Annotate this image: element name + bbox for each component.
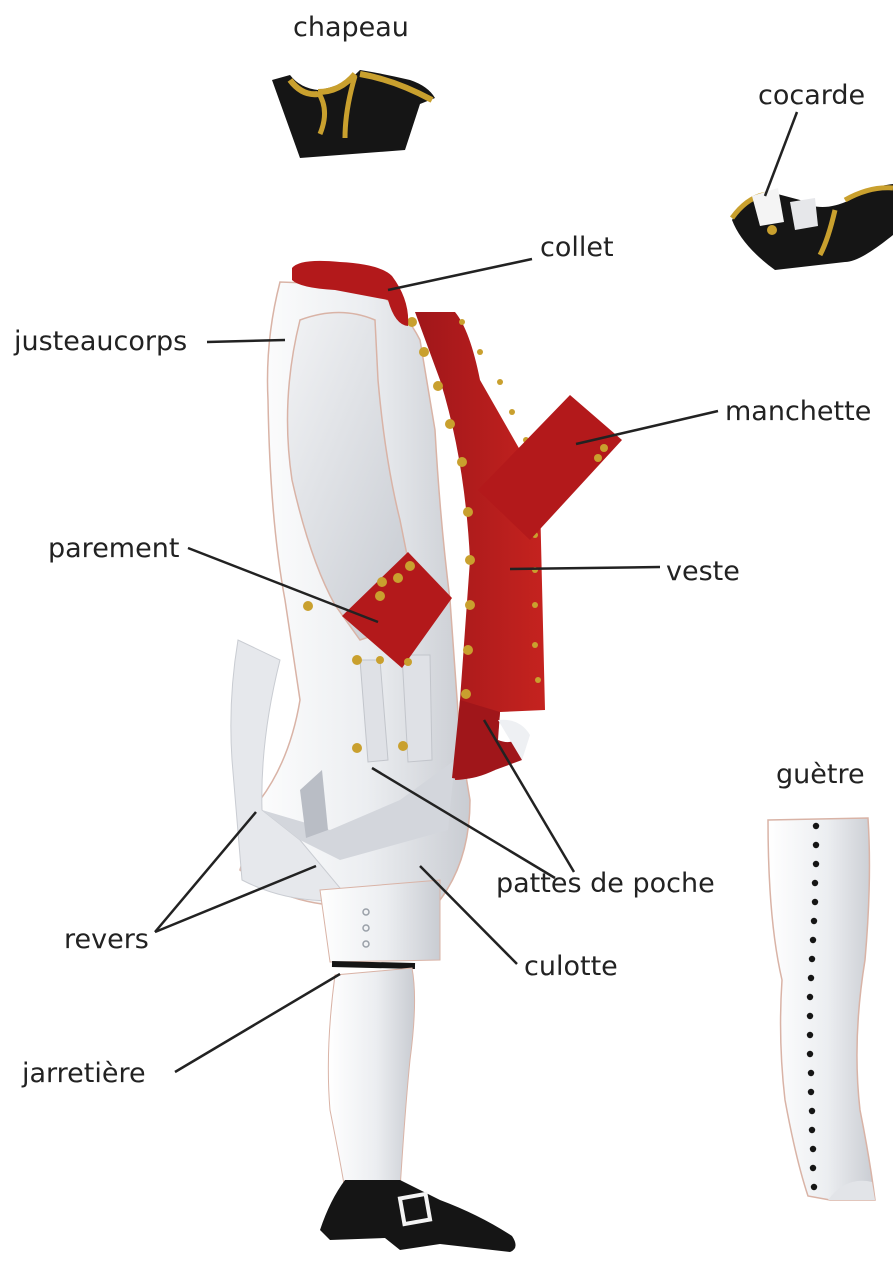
- label-jarretiere: jarretière: [21, 1058, 146, 1089]
- shoe-illustration: [320, 1180, 516, 1252]
- hat-side-illustration: [732, 184, 893, 270]
- label-manchette: manchette: [725, 396, 871, 427]
- breeches-illustration: [320, 880, 440, 1190]
- label-chapeau: chapeau: [293, 12, 409, 43]
- label-justeaucorps: justeaucorps: [13, 326, 187, 357]
- label-culotte: culotte: [524, 951, 618, 982]
- label-pattes-de-poche: pattes de poche: [496, 868, 715, 899]
- gaiter-illustration: [768, 818, 875, 1200]
- label-veste: veste: [666, 556, 740, 587]
- label-cocarde: cocarde: [758, 80, 865, 111]
- label-parement: parement: [48, 533, 179, 564]
- label-collet: collet: [540, 232, 614, 263]
- hat-illustration: [272, 70, 435, 158]
- label-guetre: guètre: [776, 759, 865, 790]
- label-revers: revers: [64, 924, 149, 955]
